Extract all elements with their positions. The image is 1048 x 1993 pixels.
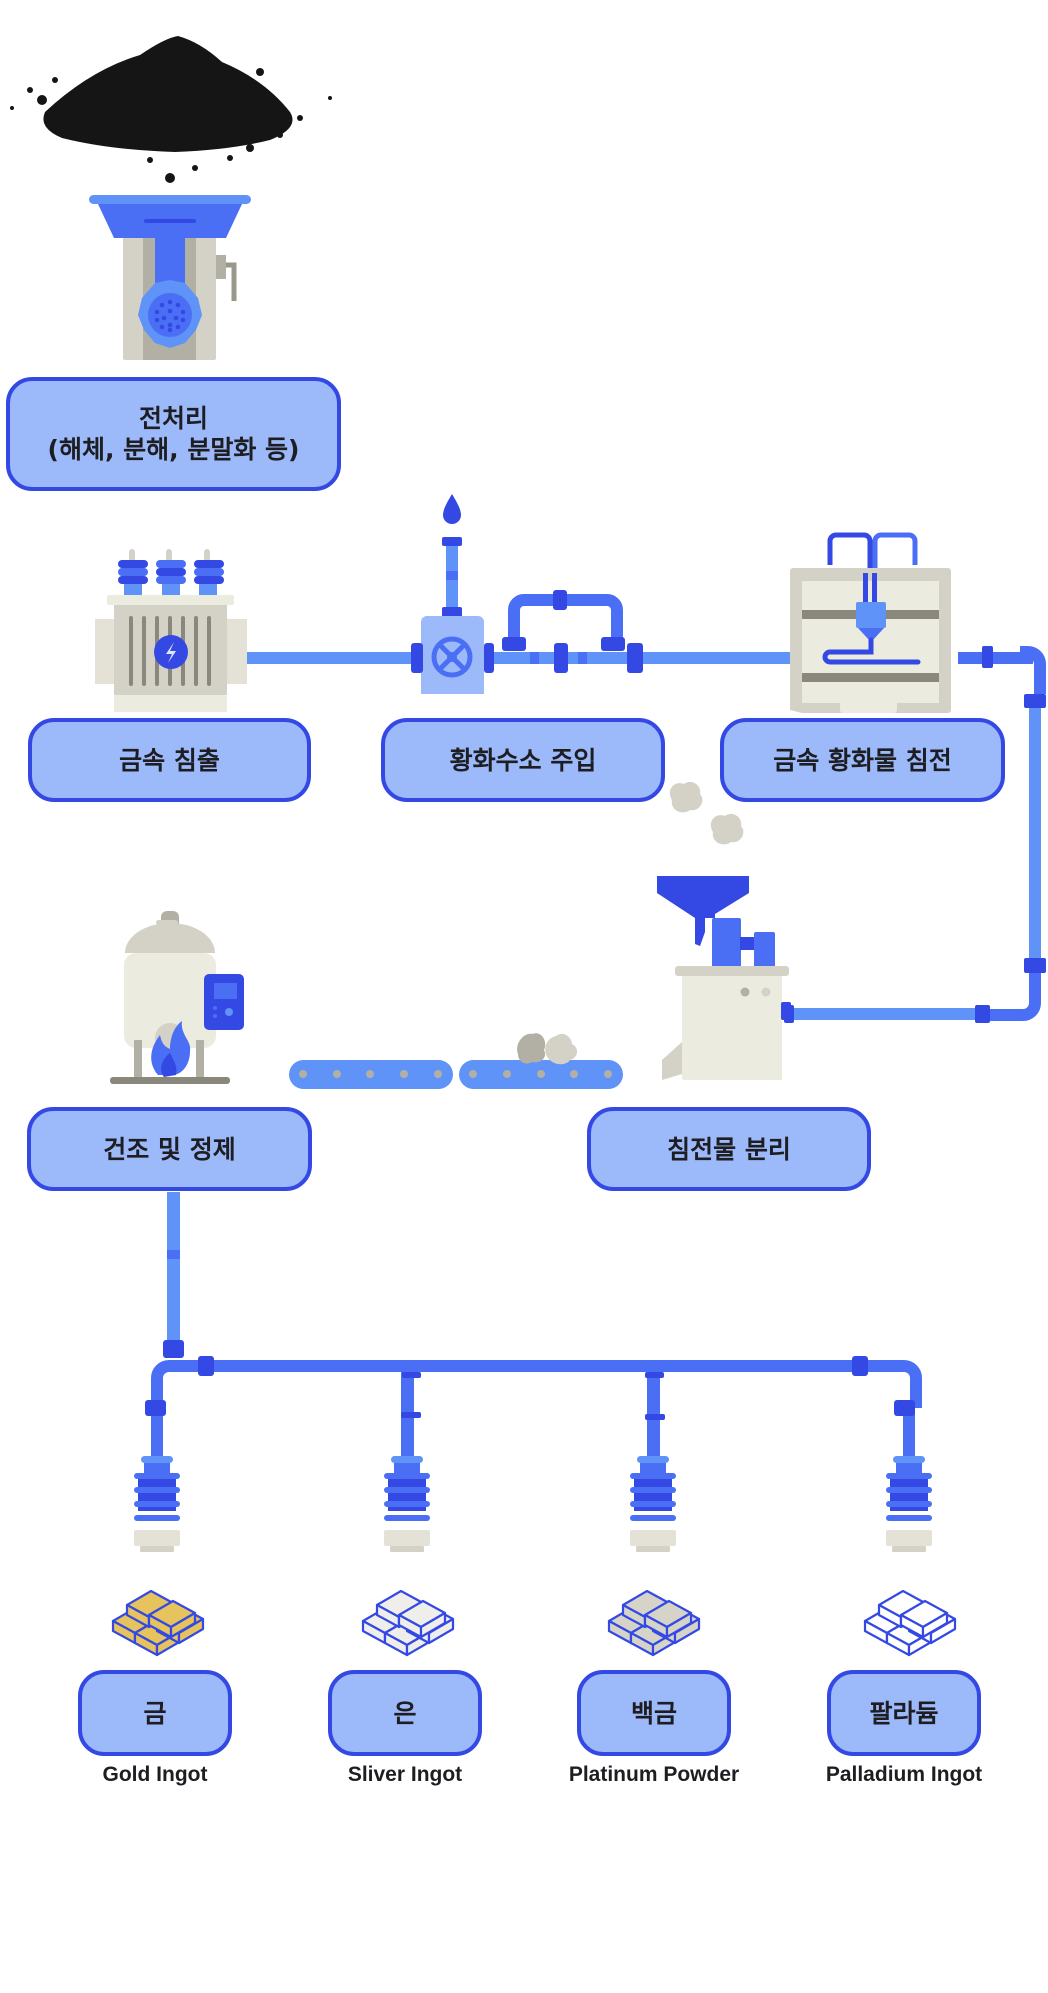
product-silver-label: 은	[393, 1698, 417, 1728]
nozzles	[134, 1456, 932, 1552]
platinum-nozzle-icon	[630, 1456, 676, 1552]
product-palladium-caption: Palladium Ingot	[825, 1763, 983, 1786]
step-leaching-label: 금속 침출	[119, 745, 220, 775]
product-gold[interactable]: 금	[78, 1670, 232, 1756]
gold-nozzle-icon	[134, 1456, 180, 1552]
product-silver-caption: Sliver Ingot	[347, 1763, 463, 1786]
step-drying-refining-label: 건조 및 정제	[103, 1134, 236, 1164]
hopper-separator-icon	[657, 876, 791, 1080]
product-silver[interactable]: 은	[328, 1670, 482, 1756]
product-platinum-label: 백금	[630, 1698, 677, 1728]
boiler-furnace-icon	[110, 911, 244, 1084]
platinum-ingot-stack-icon	[607, 1589, 701, 1657]
valve-icon	[411, 494, 643, 694]
product-gold-label: 금	[143, 1698, 167, 1728]
step-h2s-injection[interactable]: 황화수소 주입	[381, 718, 665, 802]
step-sulfide-precipitation-label: 금속 황화물 침전	[773, 745, 952, 775]
printer-reactor-icon	[790, 532, 951, 713]
grinder-icon	[89, 195, 251, 360]
step-precipitate-separation-label: 침전물 분리	[667, 1134, 791, 1164]
silver-ingot-stack-icon	[361, 1589, 455, 1657]
product-palladium-label: 팔라듐	[869, 1698, 939, 1728]
palladium-ingot-stack-icon	[863, 1589, 957, 1657]
ingots	[111, 1589, 957, 1657]
smoke-puff-icon	[669, 781, 744, 845]
product-platinum-caption: Platinum Powder	[568, 1763, 740, 1786]
silver-nozzle-icon	[384, 1456, 430, 1552]
main-pipe	[246, 646, 1046, 1023]
step-drying-refining[interactable]: 건조 및 정제	[27, 1107, 312, 1191]
step-leaching[interactable]: 금속 침출	[28, 718, 311, 802]
step-sulfide-precipitation[interactable]: 금속 황화물 침전	[720, 718, 1005, 802]
transformer-icon	[95, 549, 247, 712]
conveyor-belt-icon	[289, 1033, 623, 1089]
step-pretreatment[interactable]: 전처리 (해체, 분해, 분말화 등)	[6, 377, 341, 491]
step-precipitate-separation[interactable]: 침전물 분리	[587, 1107, 871, 1191]
gold-ingot-stack-icon	[111, 1589, 205, 1657]
black-powder-pile-icon	[10, 36, 332, 183]
product-gold-caption: Gold Ingot	[102, 1763, 208, 1786]
step-h2s-injection-label: 황화수소 주입	[449, 745, 597, 775]
step-pretreatment-title: 전처리	[138, 404, 208, 433]
product-palladium[interactable]: 팔라듐	[827, 1670, 981, 1756]
palladium-nozzle-icon	[886, 1456, 932, 1552]
step-pretreatment-subtitle: (해체, 분해, 분말화 등)	[47, 435, 300, 464]
product-platinum[interactable]: 백금	[577, 1670, 731, 1756]
output-manifold-pipe	[145, 1192, 922, 1472]
